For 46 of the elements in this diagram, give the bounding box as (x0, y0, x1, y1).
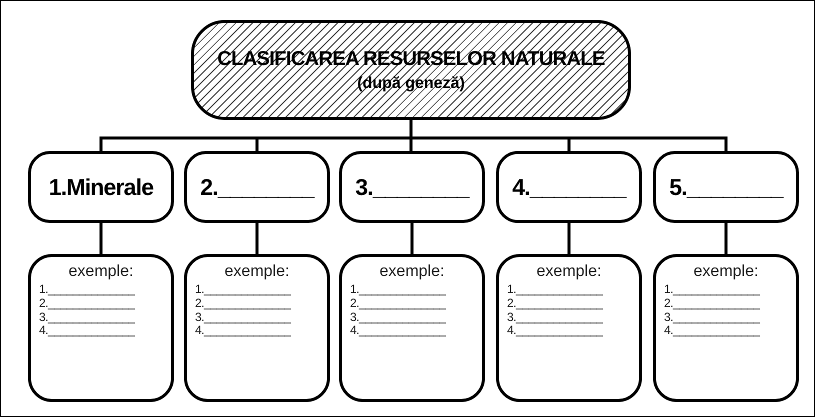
fill-in-line: 1.______________ (507, 283, 604, 297)
connector-line (410, 120, 728, 151)
examples-heading: exemple: (224, 263, 290, 281)
fill-in-line: 2.______________ (350, 296, 447, 311)
connector-line (568, 223, 570, 254)
examples-heading: exemple: (692, 263, 760, 281)
fill-in-line: 3.______________ (350, 310, 447, 324)
category-box (496, 151, 642, 223)
examples-box (28, 254, 174, 402)
connector-line (100, 223, 102, 254)
connector-line (410, 223, 414, 254)
fill-in-line: 1.______________ (664, 283, 761, 297)
examples-box (184, 254, 330, 402)
fill-in-line: 3.______________ (664, 310, 761, 324)
category-box (339, 151, 485, 223)
connector-line (256, 223, 258, 254)
fill-in-line: 4.______________ (664, 324, 761, 338)
fill-in-line: 2.______________ (195, 296, 292, 311)
fill-in-line: 3.______________ (507, 310, 604, 324)
fill-in-line: 3.______________ (195, 310, 292, 324)
fill-in-line: 4.______________ (507, 324, 604, 338)
fill-in-line: 4.______________ (39, 324, 136, 338)
fill-in-line: 3.______________ (39, 310, 136, 324)
examples-box (339, 254, 485, 402)
examples-box (496, 254, 642, 402)
fill-in-line: 2.______________ (39, 296, 136, 311)
fill-in-line: 4.______________ (195, 324, 292, 338)
examples-box (653, 254, 799, 402)
fill-in-line: 1.______________ (195, 283, 292, 297)
category-label: 2.________ (200, 174, 314, 200)
category-label: 4.________ (512, 174, 626, 200)
category-box (28, 151, 174, 223)
fill-in-line: 2.______________ (664, 296, 761, 311)
category-label: 3.________ (355, 174, 469, 200)
category-label: 1.Minerale (48, 174, 154, 200)
fill-in-line: 1.______________ (39, 283, 136, 297)
connector-line (724, 223, 728, 254)
examples-heading: exemple: (536, 263, 602, 281)
category-label: 5.________ (669, 174, 783, 200)
examples-heading: exemple: (68, 263, 134, 281)
fill-in-line: 4.______________ (350, 324, 447, 338)
examples-heading: exemple: (378, 263, 446, 281)
category-box (653, 151, 799, 223)
fill-in-line: 2.______________ (507, 296, 604, 311)
category-box (184, 151, 330, 223)
fill-in-line: 1.______________ (350, 283, 447, 297)
